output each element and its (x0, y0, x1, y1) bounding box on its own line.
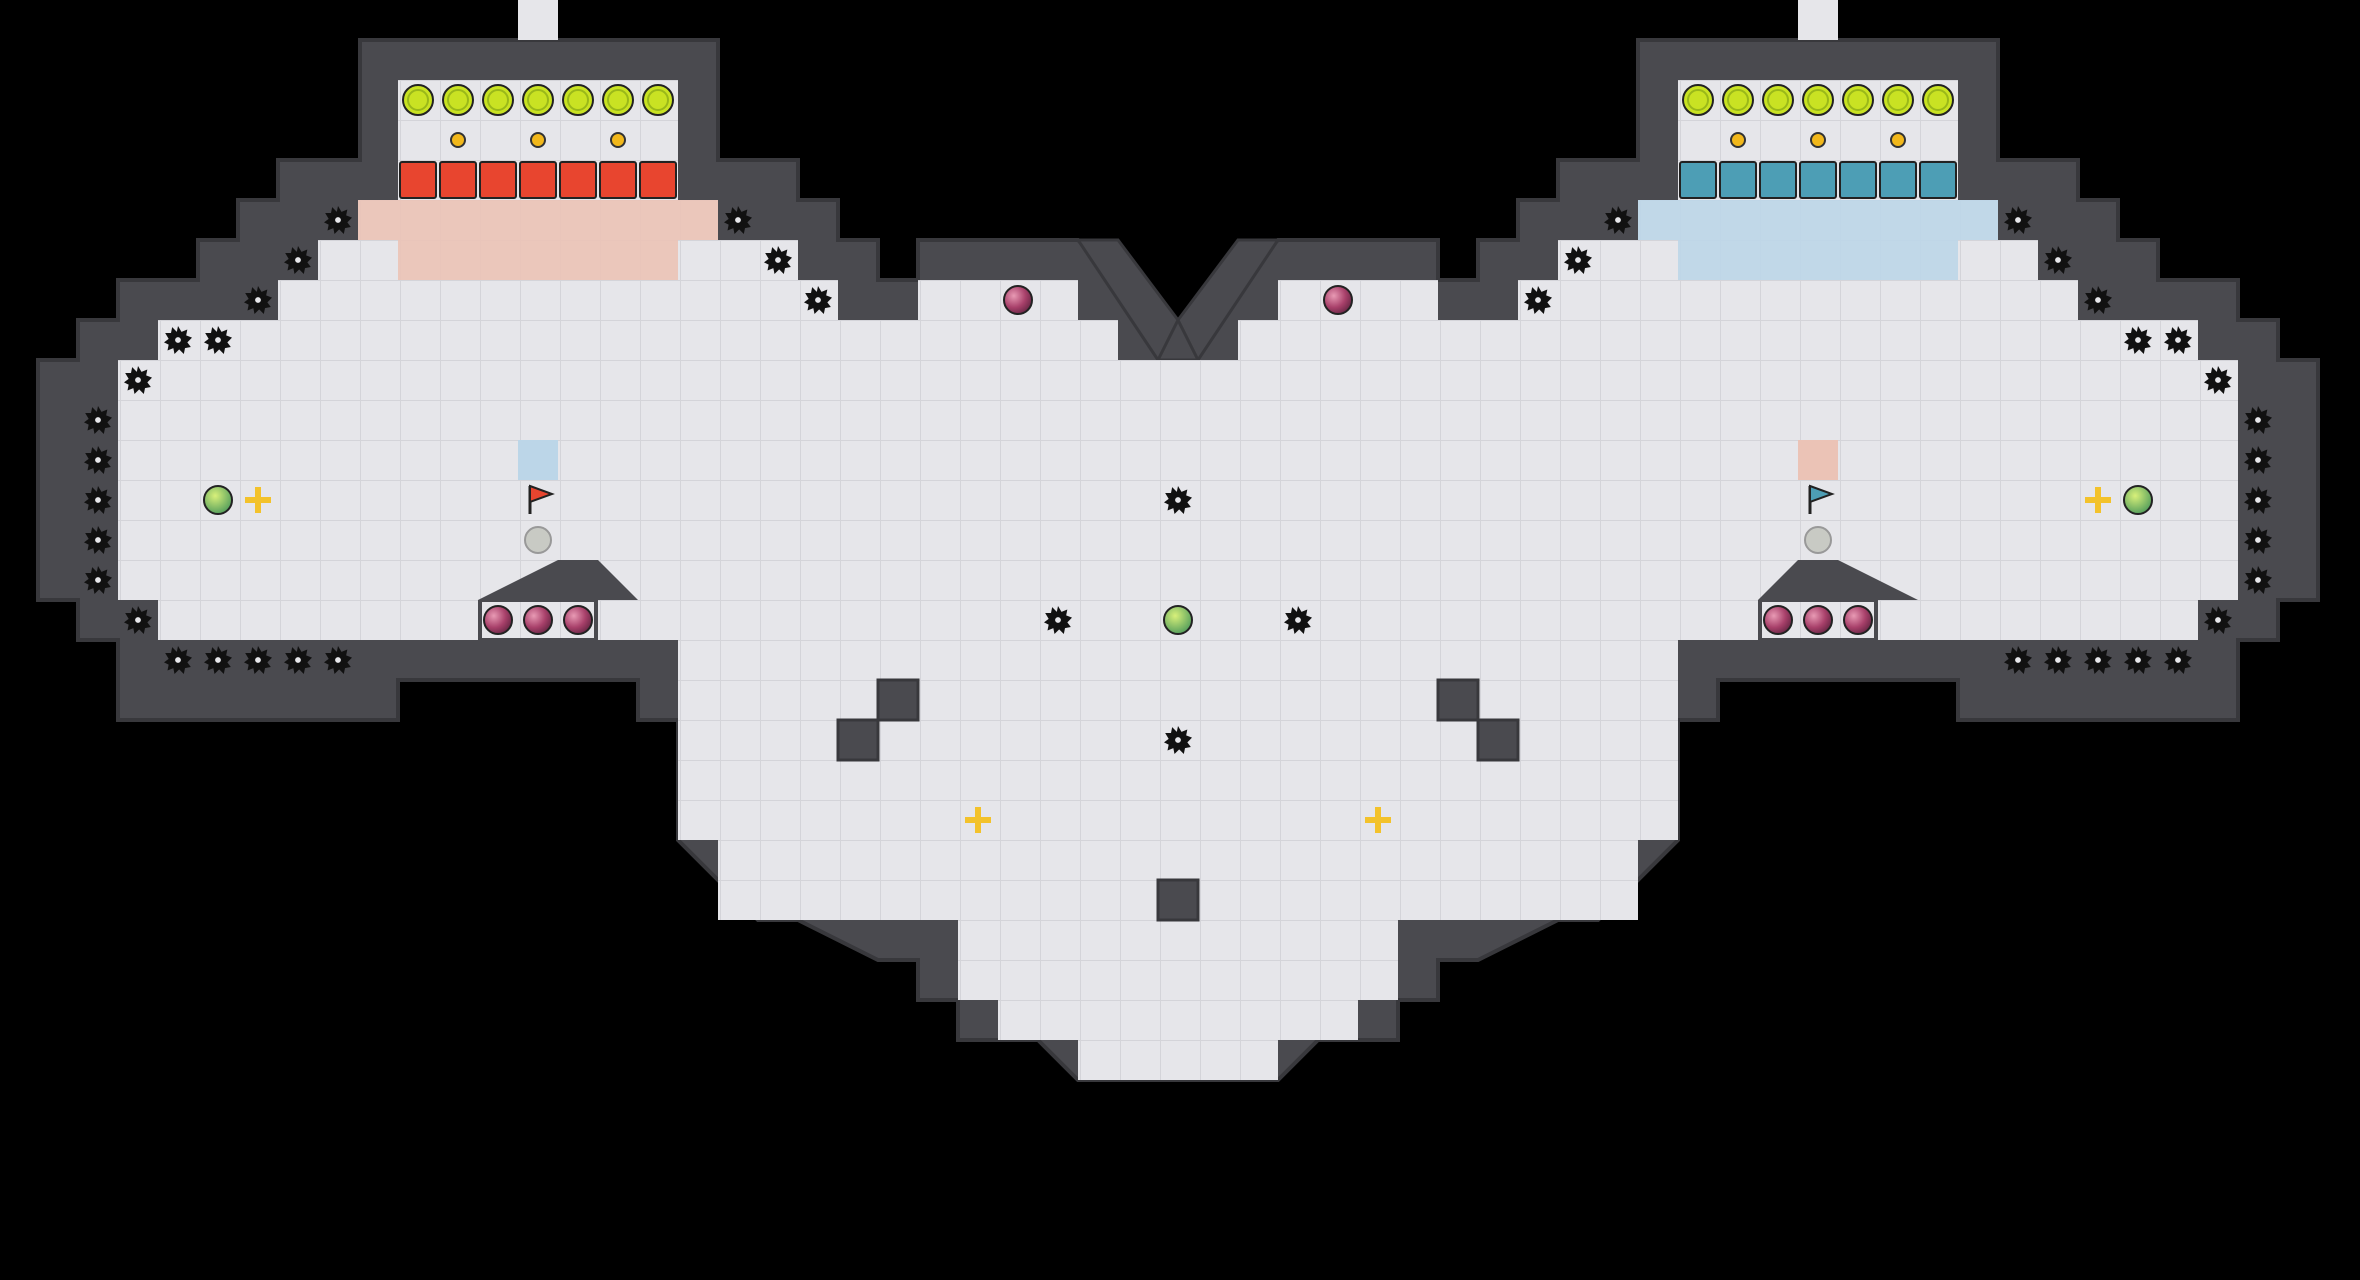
gate-tile (599, 161, 637, 199)
floor-tile-block (1478, 320, 2198, 360)
floor-tile-block (118, 360, 958, 400)
floor-tile-block (158, 320, 878, 360)
gate-tile (1839, 161, 1877, 199)
gate-tile (399, 161, 437, 199)
gate-tile (1919, 161, 1957, 199)
blue-flag-icon (1808, 484, 1835, 514)
floor-tile-block (1398, 360, 2238, 400)
ball-icon (1803, 605, 1833, 635)
boost-icon (2085, 487, 2111, 513)
red-marker-tile (1798, 440, 1838, 480)
ball-icon (1763, 605, 1793, 635)
ball-icon (483, 605, 513, 635)
red-zone (358, 200, 718, 240)
ledge (1758, 560, 1918, 600)
powerup-icon (203, 485, 233, 515)
spawn-marker (524, 526, 552, 554)
floor-tile-block (998, 920, 1358, 1040)
team-zones (358, 200, 1998, 480)
wall-block (1156, 878, 1200, 922)
ball-icon (1843, 605, 1873, 635)
ledge (478, 560, 638, 600)
floor-tile-block (1638, 600, 1758, 640)
entities (84, 84, 2272, 833)
floor-tile-block (1878, 600, 2198, 640)
button-icon (530, 132, 546, 148)
boost-icon (245, 487, 271, 513)
powerup-icon (2123, 485, 2153, 515)
wall-block (876, 678, 920, 722)
ball-icon (523, 605, 553, 635)
floor-tile-block (918, 280, 1078, 320)
gate-tile (1799, 161, 1837, 199)
floor-tile-block (1238, 320, 1478, 360)
floor-tile-block (158, 600, 478, 640)
button-icon (1730, 132, 1746, 148)
button-icon (1810, 132, 1826, 148)
ball-icon (563, 605, 593, 635)
floor-tile-block (678, 640, 1678, 720)
floor-tile-block (1518, 280, 2078, 320)
wall-block (1476, 718, 1520, 762)
blue-zone (1678, 240, 1958, 280)
red-zone (398, 240, 678, 280)
button-icon (450, 132, 466, 148)
red-flag-icon (528, 484, 555, 514)
gate-tile (479, 161, 517, 199)
gate-tile (559, 161, 597, 199)
floor-tile-block (878, 320, 1118, 360)
ball-icon (1003, 285, 1033, 315)
ball-icon (1323, 285, 1353, 315)
powerup-icon (1163, 605, 1193, 635)
gate-tile (639, 161, 677, 199)
floor-tile-block (598, 600, 718, 640)
blue-zone (1638, 200, 1998, 240)
gate-tile (1679, 161, 1717, 199)
wall-block (1436, 678, 1480, 722)
boost-icon (965, 807, 991, 833)
gate-tile (519, 161, 557, 199)
spawn-marker (1804, 526, 1832, 554)
gate-tile (1759, 161, 1797, 199)
floor-tile-block (718, 400, 1638, 640)
button-icon (1890, 132, 1906, 148)
base-entrance-right (1798, 0, 1838, 40)
gate-tile (439, 161, 477, 199)
floor-tile-block (278, 280, 838, 320)
gate-tile (1719, 161, 1757, 199)
boost-icon (1365, 807, 1391, 833)
gate-tile (1879, 161, 1917, 199)
floor-tile-block (1278, 280, 1438, 320)
button-icon (610, 132, 626, 148)
base-entrance-left (518, 0, 558, 40)
floor-tile-block (958, 360, 1398, 400)
blue-marker-tile (518, 440, 558, 480)
wall-block (836, 718, 880, 762)
